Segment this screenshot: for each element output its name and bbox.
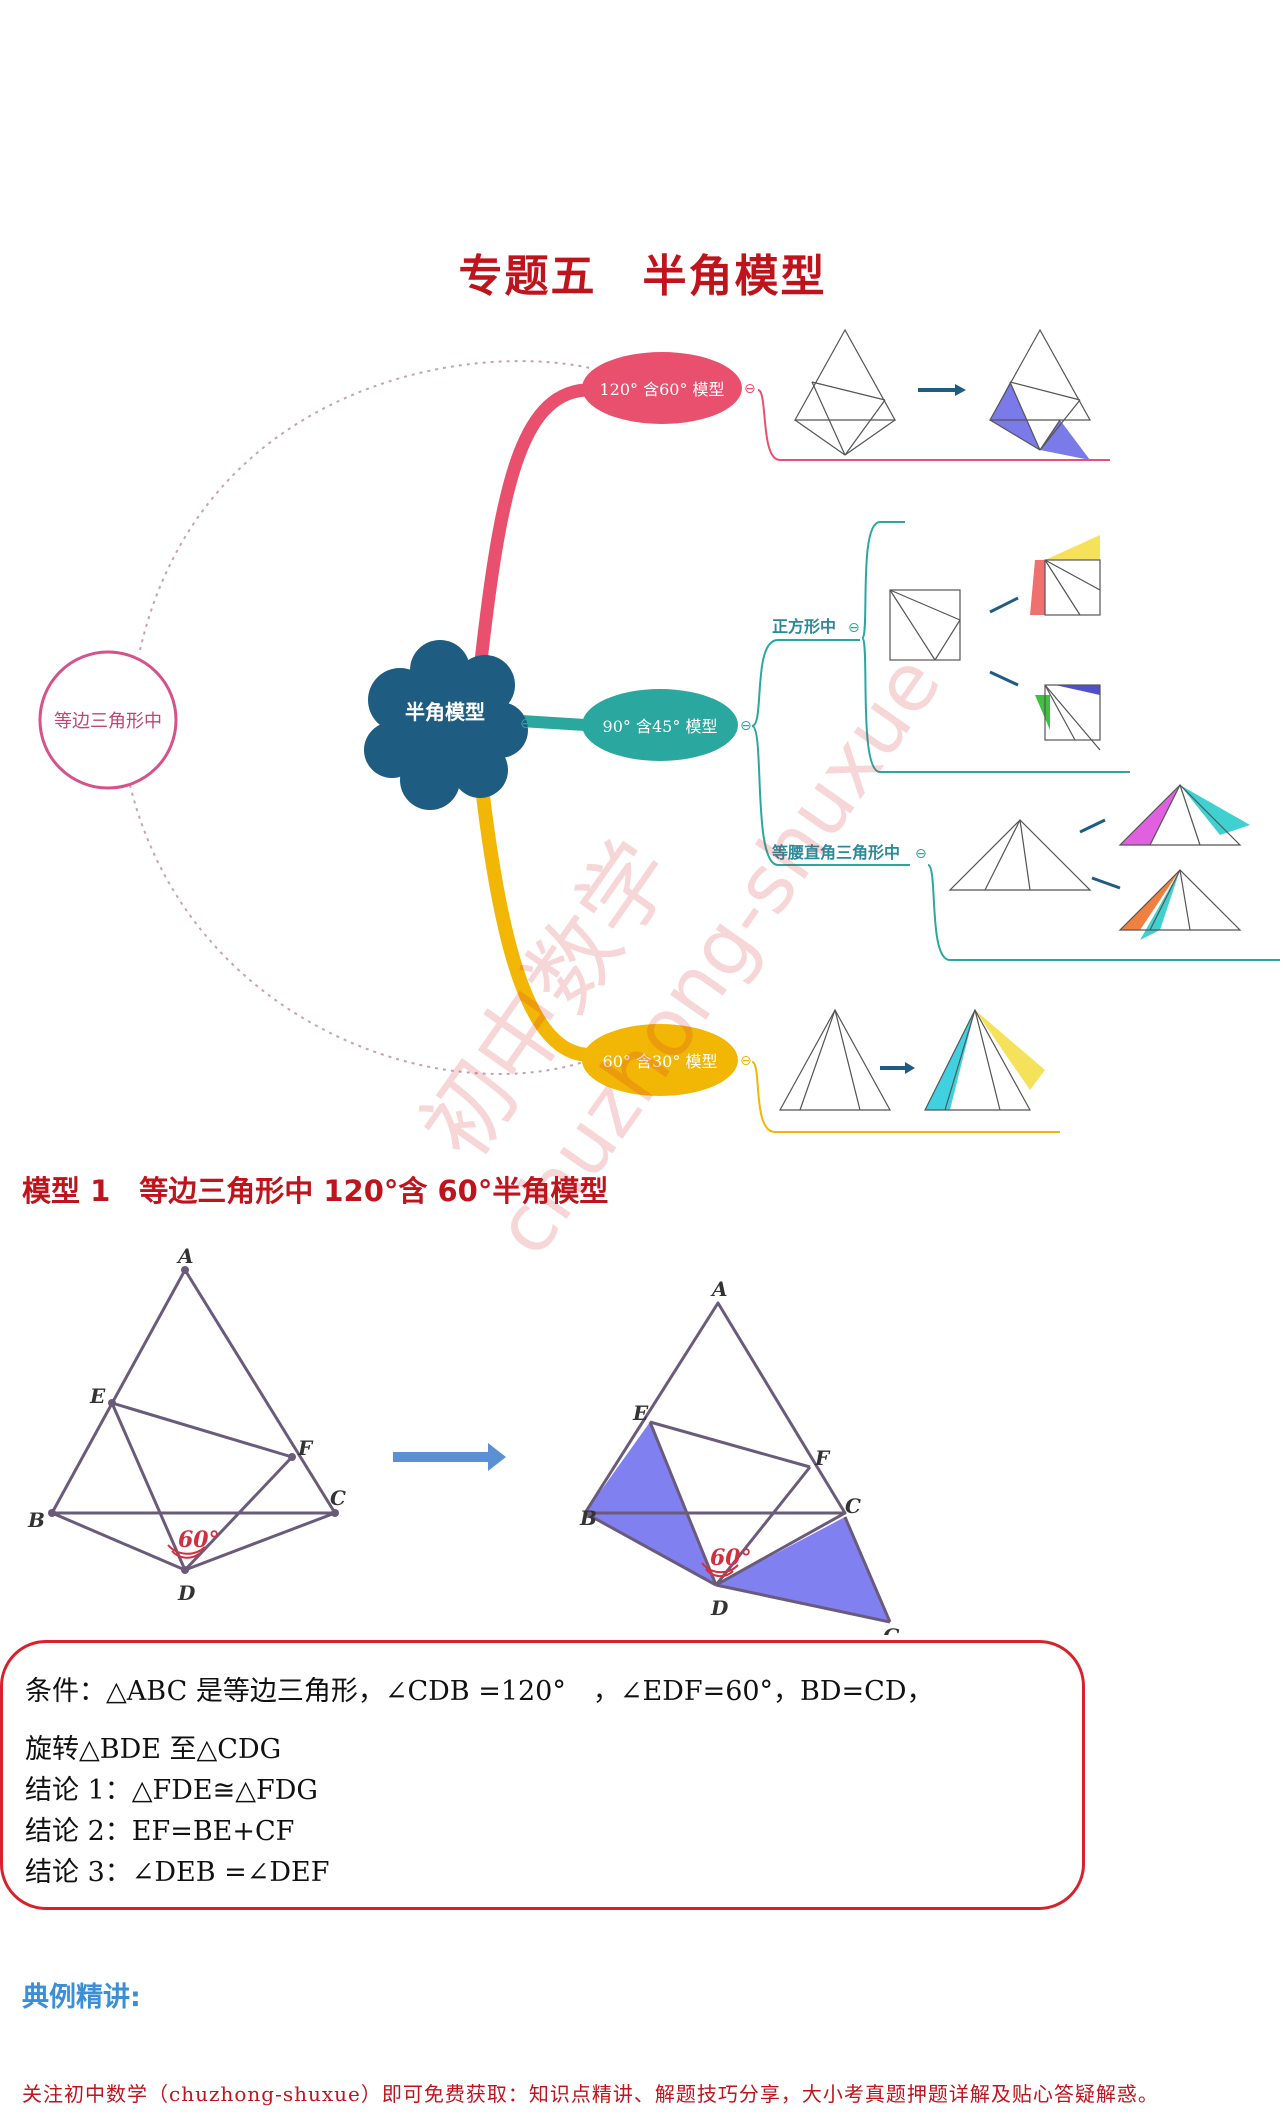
point-label-a: A (176, 1244, 194, 1268)
underline-pink (757, 389, 1110, 461)
point-label-f: F (814, 1446, 831, 1470)
thumb-square-bottom (1035, 684, 1101, 751)
point-label-d: D (177, 1581, 196, 1605)
connector-square (751, 639, 860, 727)
page-title: 专题五 半角模型 (458, 251, 827, 302)
dotted-connector-top (139, 360, 591, 651)
left-node-label: 等边三角形中 (54, 711, 162, 732)
left-circle-node[interactable] (38, 650, 178, 790)
thumb-iso-bottom (1118, 869, 1242, 940)
point-label-f: F (297, 1436, 314, 1460)
point-label-c: C (845, 1494, 861, 1518)
node-120-60[interactable] (582, 352, 742, 424)
collapse-icon[interactable]: ⊖ (740, 1053, 752, 1069)
arrow-icon (1091, 876, 1121, 890)
thumb-iso-main (948, 819, 1092, 891)
conclusion-2: 结论 2：EF=BE+CF (25, 1816, 295, 1847)
point-label-d: D (710, 1596, 729, 1620)
branch-line-yellow (473, 763, 597, 1062)
point-label-a: A (710, 1277, 728, 1301)
node-60-30-label: 60° 含30° 模型 (603, 1052, 718, 1071)
sub-node-square[interactable]: 正方形中 (772, 617, 836, 636)
arrow-icon (989, 596, 1019, 614)
point-label-g: G (883, 1624, 900, 1635)
thumb-120-right (988, 328, 1092, 460)
arrow-icon (1079, 818, 1106, 834)
figure-right: A B C D E F G 60° (579, 1277, 900, 1635)
collapse-icon[interactable]: ⊖ (740, 718, 752, 734)
point-label-b: B (579, 1506, 597, 1530)
connector-isosceles (751, 725, 910, 866)
section-heading: 模型 1 等边三角形中 120°含 60°半角模型 (22, 1174, 609, 1208)
thumb-120-left (793, 328, 897, 456)
connector-isosceles-diagrams (927, 864, 1280, 961)
underline-yellow (751, 1061, 1060, 1133)
collapse-icon[interactable]: ⊖ (744, 381, 756, 397)
thumb-iso-top (1118, 784, 1250, 846)
mindmap-diagram: 等边三角形中 半角模型 ⊖ 120° 含60° 模型 ⊖ 90° 含45° 模型… (38, 328, 1280, 1133)
thumb-square-main (889, 589, 961, 661)
conclusion-3: 结论 3：∠DEB =∠DEF (25, 1857, 330, 1888)
root-cloud-node[interactable]: 半角模型 (364, 640, 528, 810)
condition-line: 条件：△ABC 是等边三角形，∠CDB =120° ，∠EDF=60°，BD=C… (25, 1676, 934, 1707)
node-120-60-label: 120° 含60° 模型 (599, 380, 724, 399)
connector-square-diagrams (861, 521, 1130, 773)
thumb-square-top (1030, 535, 1101, 616)
thumb-60-left (778, 1008, 892, 1111)
dotted-connector-bottom (129, 784, 611, 1075)
node-90-45-label: 90° 含45° 模型 (603, 717, 718, 736)
sub-node-isosceles[interactable]: 等腰直角三角形中 (771, 843, 900, 862)
arrow-head-icon (955, 384, 966, 396)
model-figures: A B C D E F 60° A B C (27, 1244, 900, 1635)
collapse-icon[interactable]: ⊖ (520, 716, 532, 732)
angle-label: 60° (178, 1527, 220, 1553)
point-label-e: E (632, 1401, 649, 1425)
examples-heading: 典例精讲: (22, 1982, 141, 2013)
footer-notice: 关注初中数学（chuzhong-shuxue）即可免费获取：知识点精讲、解题技巧… (22, 2082, 1159, 2106)
branch-line-pink (473, 383, 592, 677)
angle-label: 60° (710, 1545, 752, 1571)
conditions-box: 条件：△ABC 是等边三角形，∠CDB =120° ，∠EDF=60°，BD=C… (0, 1640, 1085, 1910)
arrow-head-icon (905, 1062, 915, 1074)
point-label-c: C (330, 1486, 346, 1510)
figure-left: A B C D E F 60° (27, 1244, 346, 1605)
arrow-icon (393, 1443, 506, 1471)
node-60-30[interactable] (582, 1024, 738, 1096)
conclusion-1: 结论 1：△FDE≅△FDG (25, 1775, 318, 1806)
point-label-e: E (89, 1384, 106, 1408)
root-node-label: 半角模型 (405, 700, 485, 724)
arrow-icon (989, 670, 1019, 687)
node-90-45[interactable] (582, 689, 738, 761)
thumb-60-right (924, 1008, 1045, 1111)
collapse-icon[interactable]: ⊖ (915, 846, 927, 862)
collapse-icon[interactable]: ⊖ (848, 620, 860, 636)
rotation-line: 旋转△BDE 至△CDG (25, 1734, 282, 1765)
point-label-b: B (27, 1508, 45, 1532)
